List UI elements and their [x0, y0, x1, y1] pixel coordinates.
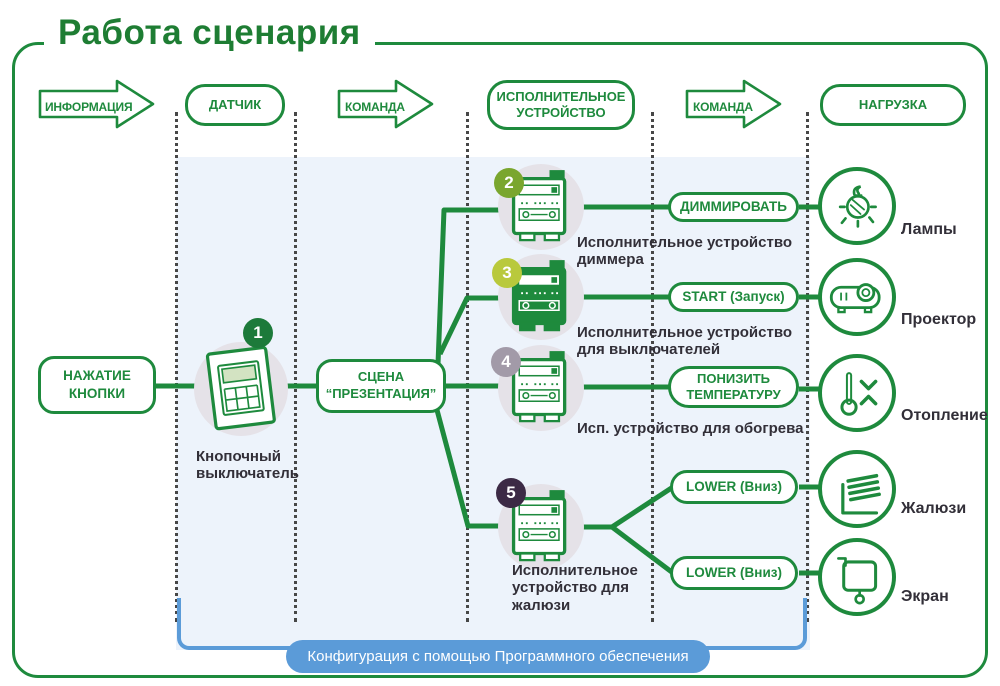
column-divider	[651, 112, 654, 622]
scene-line2: “ПРЕЗЕНТАЦИЯ”	[325, 386, 437, 401]
scene-line1: СЦЕНА	[357, 369, 405, 385]
arrow-shape-icon	[38, 79, 155, 129]
column-divider	[806, 112, 809, 622]
flow-arrow-information: ИНФОРМАЦИЯ	[38, 78, 156, 135]
load-circle-lamps	[818, 167, 896, 245]
column-divider	[466, 112, 469, 622]
actuator-label: Исполнительное устройство для выключател…	[577, 324, 793, 359]
din-actuator-icon	[511, 351, 567, 423]
flow-arrow-command-1: КОМАНДА	[337, 78, 435, 135]
load-circle-blinds	[818, 450, 896, 528]
push-button-switch-icon	[205, 345, 276, 431]
flow-arrow-label: ИНФОРМАЦИЯ	[45, 99, 133, 114]
flow-box-load: НАГРУЗКА	[820, 84, 966, 126]
arrow-shape-icon	[685, 79, 782, 129]
step-badge-4: 4	[491, 347, 521, 377]
column-divider	[294, 112, 297, 622]
step-badge-1: 1	[243, 318, 273, 348]
step-badge-3: 3	[492, 258, 522, 288]
diagram-border	[12, 42, 988, 678]
flow-box-actuator: ИСПОЛНИТЕЛЬНОЕ УСТРОЙСТВО	[487, 80, 635, 130]
sensor-label: Кнопочный выключатель	[196, 448, 299, 483]
command-pill-lower-blinds: LOWER (Вниз)	[670, 470, 798, 504]
flow-arrow-label: КОМАНДА	[693, 99, 753, 114]
heating-icon	[840, 372, 878, 416]
flow-arrow-command-2: КОМАНДА	[685, 78, 783, 135]
projector-icon	[829, 283, 881, 314]
software-config-pill: Конфигурация с помощью Программного обес…	[286, 640, 710, 673]
actuator-label: Исполнительное устройство для жалюзи	[512, 562, 638, 614]
command-pill-dim: ДИММИРОВАТЬ	[668, 192, 799, 222]
trigger-box: НАЖАТИЕ КНОПКИ	[38, 356, 156, 414]
load-circle-heating	[818, 354, 896, 432]
column-divider	[175, 112, 178, 622]
command-pill-start: START (Запуск)	[668, 282, 799, 312]
page-title: Работа сценария	[44, 13, 375, 53]
load-label-blinds: Жалюзи	[901, 500, 967, 517]
actuator-circle	[498, 254, 584, 340]
load-label-projector: Проектор	[901, 311, 977, 328]
step-badge-5: 5	[496, 478, 526, 508]
load-label-lamps: Лампы	[901, 221, 957, 238]
step-badge-2: 2	[494, 168, 524, 198]
scene-box: СЦЕНА “ПРЕЗЕНТАЦИЯ”	[316, 359, 446, 413]
command-pill-lower-screen: LOWER (Вниз)	[670, 556, 798, 590]
lamp-icon	[838, 185, 877, 228]
actuator-label: Исполнительное устройство диммера	[577, 234, 793, 269]
flow-box-sensor: ДАТЧИК	[185, 84, 285, 126]
arrow-shape-icon	[337, 79, 434, 129]
din-actuator-icon	[511, 490, 567, 562]
load-label-screen: Экран	[901, 588, 949, 605]
blinds-icon	[841, 473, 881, 515]
load-label-heating: Отопление	[901, 407, 988, 424]
actuator-label: Исп. устройство для обогрева	[577, 420, 804, 437]
sensor-circle	[194, 342, 288, 436]
command-pill-lower-temp: ПОНИЗИТЬ ТЕМПЕРАТУРУ	[668, 366, 799, 408]
flow-arrow-label: КОМАНДА	[345, 99, 405, 114]
load-circle-projector	[818, 258, 896, 336]
screen-icon	[837, 557, 878, 605]
load-circle-screen	[818, 538, 896, 616]
din-actuator-icon	[511, 170, 567, 242]
din-actuator-icon	[511, 260, 567, 332]
